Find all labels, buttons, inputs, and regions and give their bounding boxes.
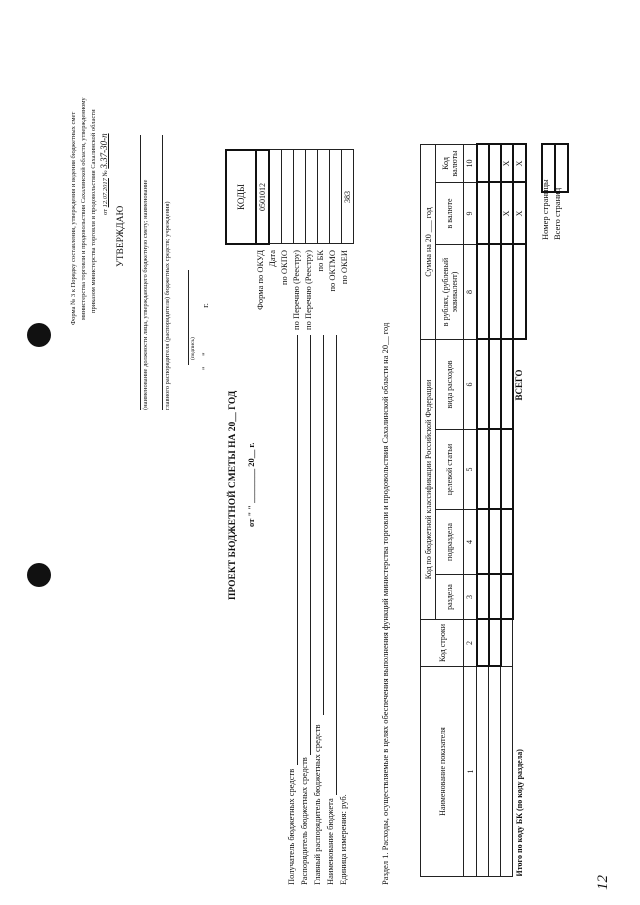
code-value[interactable] bbox=[293, 150, 306, 244]
form-note-line: министерства торговли и продовольствия С… bbox=[80, 97, 87, 320]
distributor-line bbox=[162, 135, 163, 410]
field-budget-name: Наименование бюджета bbox=[325, 798, 335, 885]
code-value: 0501012 bbox=[256, 150, 269, 244]
col-header-type: вида расходов bbox=[435, 339, 464, 430]
position-line bbox=[140, 135, 141, 410]
document-title: ПРОЕКТ БЮДЖЕТНОЙ СМЕТЫ НА 20__ ГОД bbox=[228, 390, 238, 600]
col-header-podrazdel: подраздела bbox=[435, 509, 464, 575]
x-mark: X bbox=[500, 144, 513, 183]
x-mark: X bbox=[512, 182, 526, 245]
form-note-order: от 12.07.2017 № 3.37-30-п bbox=[99, 133, 109, 215]
code-label: по ОКЕИ bbox=[339, 250, 349, 285]
punch-hole bbox=[27, 323, 51, 347]
page-info-box bbox=[541, 143, 569, 193]
col-number: 2 bbox=[463, 619, 477, 667]
total-pages-label: Всего страниц bbox=[552, 187, 562, 240]
field-distributor: Распорядитель бюджетных средств bbox=[299, 757, 309, 885]
code-label: по ОКТМО bbox=[327, 250, 337, 292]
col-number: 6 bbox=[463, 339, 477, 430]
document-date: от " " ________ 20__ г. bbox=[246, 442, 256, 527]
code-value[interactable] bbox=[281, 150, 294, 244]
punch-hole bbox=[27, 563, 51, 587]
code-label: Дата bbox=[267, 250, 277, 267]
code-label: по Перечню (Реестру) bbox=[303, 250, 313, 330]
page-number-field[interactable] bbox=[542, 144, 555, 192]
approval-date: " " г. bbox=[200, 303, 210, 370]
table-row bbox=[476, 144, 489, 877]
codes-table: КОДЫ 0501012 383 bbox=[225, 149, 354, 245]
col-number: 5 bbox=[463, 429, 477, 510]
col-header-target: целевой статьи bbox=[435, 429, 464, 510]
col-number: 4 bbox=[463, 509, 477, 575]
field-unit: Единица измерения: руб. bbox=[338, 794, 348, 885]
col-number: 3 bbox=[463, 574, 477, 620]
col-header-currency: в валюте bbox=[435, 182, 464, 245]
code-value[interactable] bbox=[329, 150, 342, 244]
code-value[interactable] bbox=[317, 150, 330, 244]
section-title: Раздел 1. Расходы, осуществляемые в целя… bbox=[380, 322, 390, 885]
col-header-rub: в рублях, (рублевый эквивалент) bbox=[435, 244, 464, 340]
field-distributor-line[interactable] bbox=[310, 335, 311, 755]
code-value[interactable] bbox=[269, 150, 282, 244]
x-mark: X bbox=[512, 144, 526, 183]
x-mark: X bbox=[500, 182, 513, 245]
form-note-line: Форма № 3 к Порядку составления, утвержд… bbox=[70, 111, 77, 325]
col-header-code: Код строки bbox=[420, 619, 464, 667]
col-number: 10 bbox=[463, 144, 477, 183]
code-value: 383 bbox=[341, 150, 354, 244]
field-recipient-line[interactable] bbox=[297, 335, 298, 765]
expenses-table: Наименование показателя Код строки Код п… bbox=[420, 143, 527, 877]
form-note-line: приказом министерства торговли и продово… bbox=[90, 109, 97, 313]
group-header-bk: Код по бюджетной классификации Российско… bbox=[420, 339, 436, 620]
col-header-razdel: раздела bbox=[435, 574, 464, 620]
table-row-subtotal: X X bbox=[500, 144, 513, 877]
field-budget-name-line[interactable] bbox=[336, 335, 337, 795]
col-header-name: Наименование показателя bbox=[420, 666, 464, 877]
group-header-sum: Сумма на 20 ___ год bbox=[420, 144, 436, 340]
code-label: по Перечню (Реестру) bbox=[291, 250, 301, 330]
code-value[interactable] bbox=[305, 150, 318, 244]
signature-caption: (подпись) bbox=[190, 337, 196, 360]
code-label: Форма по ОКУД bbox=[255, 250, 265, 310]
code-label: по ОКПО bbox=[279, 250, 289, 286]
codes-header: КОДЫ bbox=[226, 150, 256, 244]
code-label: по БК bbox=[315, 250, 325, 272]
col-number: 9 bbox=[463, 182, 477, 245]
table-row-total: Итого по коду БК (по коду раздела) ВСЕГО… bbox=[512, 144, 526, 877]
col-header-currency-code: Код валюты bbox=[435, 144, 464, 183]
signature-line bbox=[188, 270, 189, 365]
total-label: ВСЕГО bbox=[514, 369, 524, 401]
col-number: 8 bbox=[463, 244, 477, 340]
distributor-caption: главного распорядителя (распорядителя) б… bbox=[164, 201, 171, 410]
total-pages-field[interactable] bbox=[555, 144, 568, 192]
table-row bbox=[488, 144, 501, 877]
approval-title: УТВЕРЖДАЮ bbox=[116, 205, 126, 267]
subtotal-label: Итого по коду БК (по коду раздела) bbox=[514, 749, 524, 877]
field-main-distributor-line[interactable] bbox=[323, 335, 324, 715]
field-recipient: Получатель бюджетных средств bbox=[286, 768, 296, 885]
field-main-distributor: Главный распорядитель бюджетных средств bbox=[312, 724, 322, 885]
position-caption: (наименование должности лица, утверждающ… bbox=[142, 179, 149, 410]
col-number: 1 bbox=[463, 666, 477, 877]
